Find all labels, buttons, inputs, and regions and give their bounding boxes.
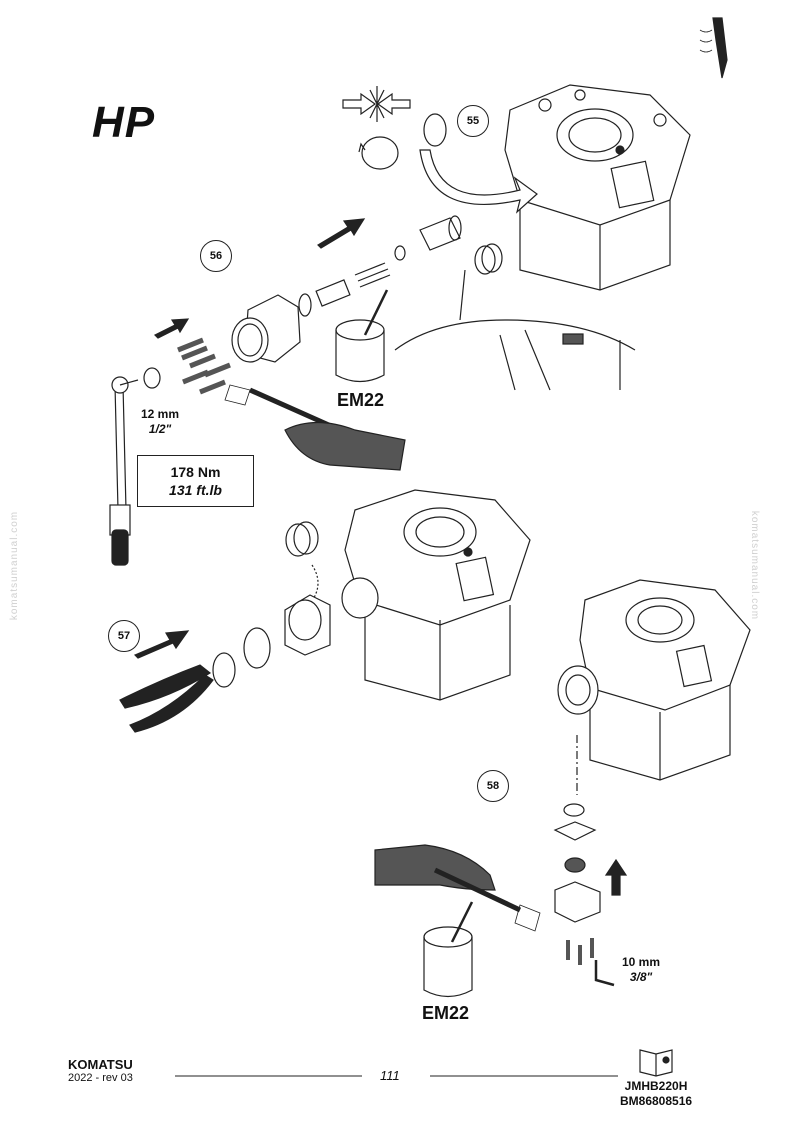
pump-body-58: [557, 579, 751, 781]
step-number-58: 58: [477, 770, 509, 802]
insert-arrow-56: [153, 218, 366, 339]
up-arrow-58: [604, 858, 628, 896]
snap-ring-57b: [212, 652, 236, 688]
torque-spec-box: 178 Nm 131 ft.lb: [137, 455, 254, 507]
watermark-left: komatsumanual.com: [9, 510, 21, 621]
em22-pot-58: [423, 901, 474, 998]
pump-body-55: [504, 84, 691, 291]
parts-stack-58: [553, 803, 615, 987]
rings-57: [285, 521, 319, 602]
hex-key-mm: 10 mm: [621, 955, 661, 969]
cutaway-lines: [394, 269, 636, 391]
pump-body-57: [341, 489, 531, 701]
brush-hand-58: [374, 844, 541, 932]
brush-hand-56: [224, 384, 406, 471]
curved-insert-arrow: [419, 149, 538, 214]
section-tab-icon: [699, 17, 728, 79]
footer-revision: 2022 - rev 03: [68, 1072, 133, 1084]
compound-label-56: EM22: [337, 390, 385, 410]
watermark-right: komatsumanual.com: [749, 510, 761, 621]
hex-key-size-label: 10 mm 3/8": [616, 955, 666, 985]
em22-pot-56: [335, 289, 389, 383]
page-title: HP: [92, 98, 156, 147]
guide-block-57: [284, 594, 331, 656]
compress-ring-symbol: [342, 86, 411, 170]
cover-flange-56: [231, 294, 301, 363]
hex-key-in: 3/8": [629, 970, 653, 984]
wrench-size-label: 12 mm 1/2": [135, 407, 185, 437]
compound-label-58: EM22: [422, 1003, 470, 1023]
doc-code-1: JMHB220H: [624, 1079, 688, 1093]
doc-code-2: BM86808516: [620, 1094, 693, 1108]
wrench-size-in: 1/2": [148, 422, 172, 436]
snap-ring-57a: [243, 627, 271, 669]
footer-brand: KOMATSU: [68, 1057, 133, 1072]
torque-wrench: [109, 376, 139, 566]
page-number: 111: [380, 1068, 400, 1083]
step-number-55: 55: [457, 105, 489, 137]
wrench-size-mm: 12 mm: [140, 407, 180, 421]
insert-arrow-57: [133, 630, 190, 659]
piston-assembly-56: [298, 215, 503, 317]
footer-doc-codes: JMHB220H BM86808516: [620, 1079, 692, 1109]
manual-book-icon: [639, 1049, 673, 1077]
o-ring-55: [423, 113, 447, 147]
circlip-pliers: [119, 664, 214, 733]
step-number-57: 57: [108, 620, 140, 652]
bolts-56: [143, 337, 231, 395]
torque-ftlb: 131 ft.lb: [169, 482, 222, 498]
torque-nm: 178 Nm: [170, 464, 221, 480]
step-number-56: 56: [200, 240, 232, 272]
